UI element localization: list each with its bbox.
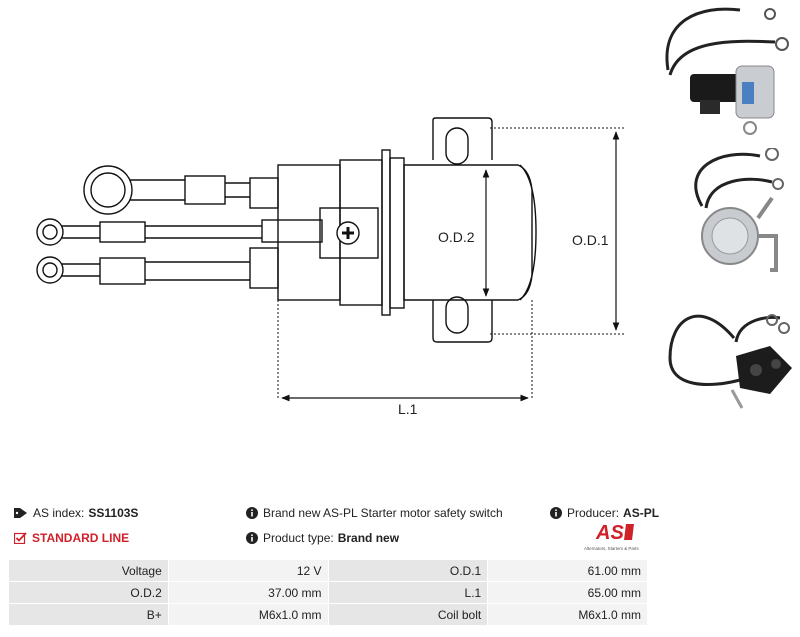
spec-label: Voltage [8, 559, 169, 582]
as-pl-logo: AS Alternators, Starters & Parts [584, 522, 639, 551]
spec-value: 37.00 mm [167, 581, 329, 604]
spec-value: 61.00 mm [487, 559, 648, 582]
product-type-label: Product type: [263, 531, 334, 545]
logo-tagline: Alternators, Starters & Parts [584, 546, 639, 551]
info-icon [246, 507, 258, 519]
od1-label: O.D.1 [572, 232, 609, 248]
info-icon [550, 507, 562, 519]
l1-label: L.1 [398, 401, 418, 417]
product-photo-top [694, 148, 784, 272]
spec-label: B+ [8, 603, 169, 626]
spec-label: O.D.1 [327, 559, 489, 582]
product-photo-side [665, 7, 789, 135]
solenoid-technical-drawing: O.D.2 O.D.1 L.1 [36, 117, 625, 417]
tag-icon [14, 508, 27, 518]
logo-mark: AS [595, 522, 624, 544]
drawing-outline [36, 117, 537, 343]
spec-value: 12 V [167, 559, 329, 582]
as-index-label: AS index: [33, 506, 85, 520]
od2-label: O.D.2 [438, 229, 475, 245]
dimension-arrows [281, 131, 620, 402]
info-icon [246, 532, 258, 544]
spec-label: L.1 [327, 581, 489, 604]
producer-row: Producer: AS-PL [550, 506, 659, 520]
product-type-value: Brand new [337, 531, 400, 545]
description-row: Brand new AS-PL Starter motor safety swi… [246, 506, 503, 520]
product-photo-bottom [668, 314, 792, 409]
spec-label: O.D.2 [8, 581, 169, 604]
standard-line-row: STANDARD LINE [14, 531, 129, 545]
spec-value: 65.00 mm [487, 581, 648, 604]
extension-lines [277, 127, 625, 400]
coil-bolt-icon [336, 221, 360, 245]
spec-value: M6x1.0 mm [487, 603, 648, 626]
spec-label: Coil bolt [327, 603, 489, 626]
description-text: Brand new AS-PL Starter motor safety swi… [263, 506, 503, 520]
checkbox-checked-icon [14, 532, 27, 544]
as-index-value: SS1103S [88, 506, 139, 520]
spec-value: M6x1.0 mm [167, 603, 329, 626]
producer-value: AS-PL [623, 506, 660, 520]
product-type-row: Product type: Brand new [246, 531, 399, 545]
standard-line-label: STANDARD LINE [32, 531, 130, 545]
producer-label: Producer: [567, 506, 620, 520]
as-index-row: AS index: SS1103S [14, 506, 138, 520]
